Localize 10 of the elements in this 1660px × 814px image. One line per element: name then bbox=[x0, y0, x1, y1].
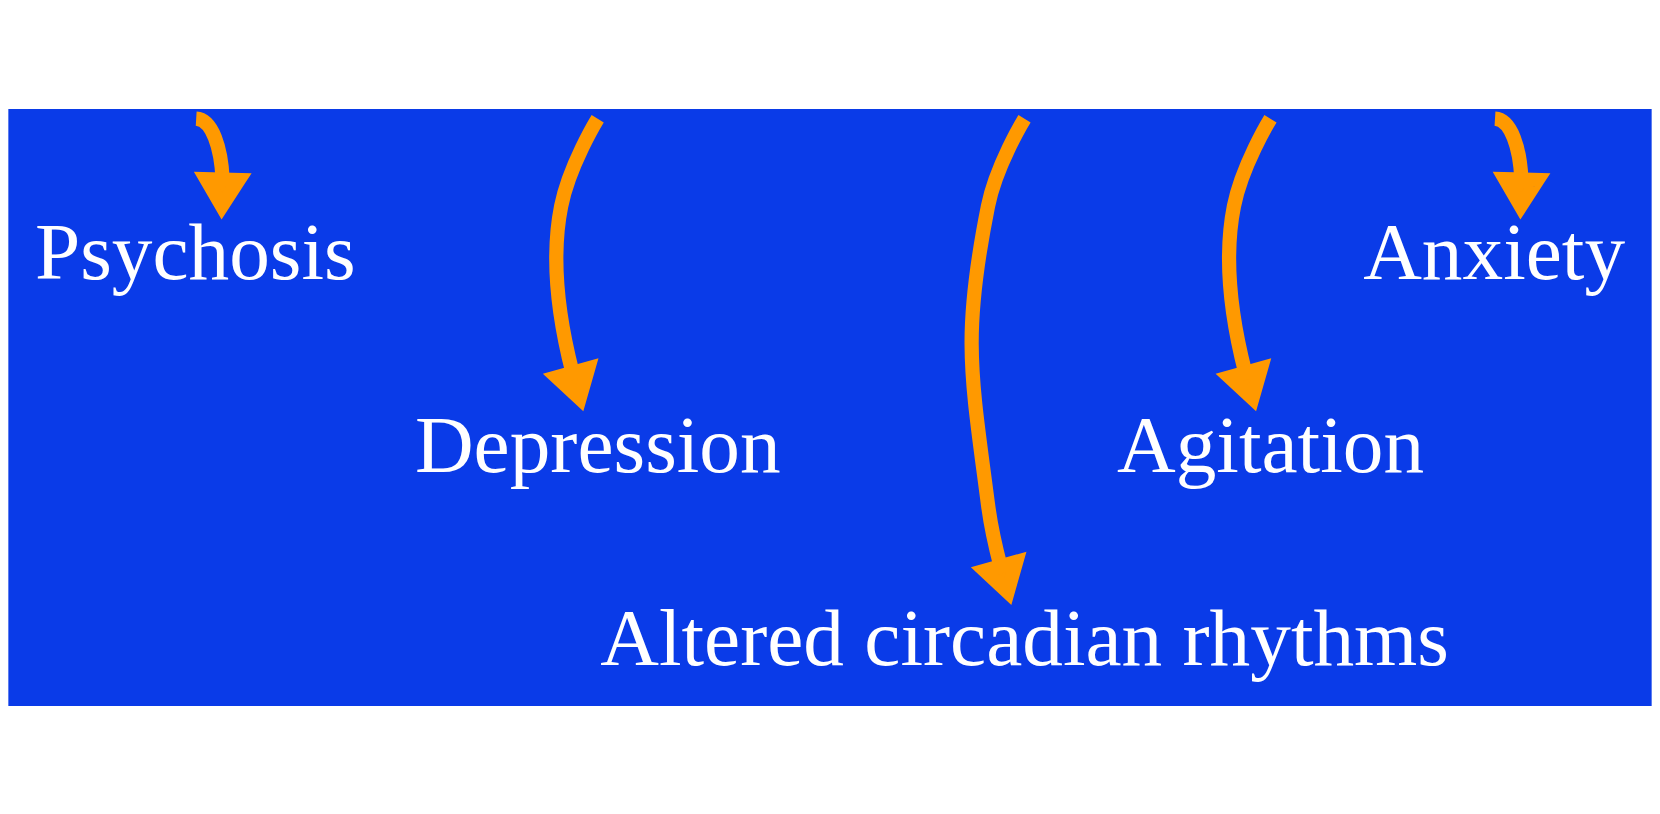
arrow bbox=[964, 114, 1031, 605]
node-text: Depression bbox=[414, 399, 781, 490]
arrow bbox=[193, 111, 252, 220]
arrow bbox=[1215, 114, 1277, 411]
node-text: Altered circadian rhythms bbox=[600, 592, 1450, 683]
arrow bbox=[1492, 111, 1551, 220]
node-text: Psychosis bbox=[34, 206, 356, 297]
node-text: Agitation bbox=[1117, 399, 1425, 490]
node-text: Anxiety bbox=[1363, 206, 1626, 297]
arrow bbox=[542, 114, 604, 411]
